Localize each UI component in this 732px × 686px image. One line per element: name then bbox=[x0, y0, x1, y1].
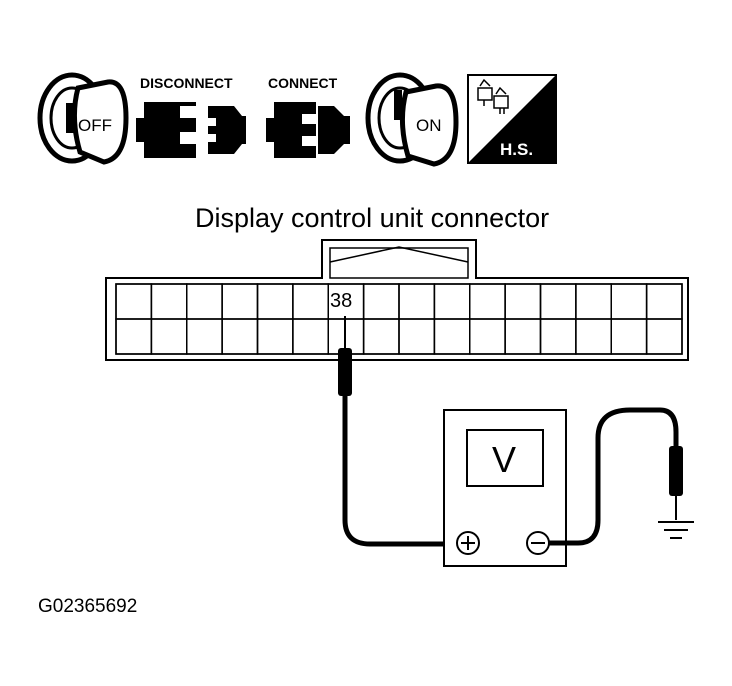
disconnect-icon: DISCONNECT bbox=[136, 75, 246, 158]
hs-label: H.S. bbox=[500, 140, 533, 159]
positive-terminal bbox=[456, 531, 480, 555]
negative-terminal bbox=[526, 531, 550, 555]
terminal-grid bbox=[115, 283, 683, 355]
ground-icon bbox=[658, 521, 694, 539]
connect-label: CONNECT bbox=[268, 75, 338, 91]
harness-side-icon: H.S. bbox=[467, 74, 557, 164]
figure-code: G02365692 bbox=[38, 596, 137, 617]
connector-body bbox=[105, 239, 689, 361]
terminal-cell bbox=[645, 318, 683, 355]
ignition-off-icon: OFF bbox=[37, 72, 129, 165]
negative-probe bbox=[549, 407, 683, 546]
off-key-label: OFF bbox=[78, 116, 112, 135]
ignition-on-icon: ON bbox=[365, 72, 459, 167]
on-key-label: ON bbox=[416, 116, 442, 135]
connector-title: Display control unit connector bbox=[195, 203, 549, 233]
positive-probe bbox=[338, 316, 456, 547]
voltmeter: V bbox=[443, 409, 567, 567]
meter-label: V bbox=[492, 439, 516, 480]
pin-38-label: 38 bbox=[330, 290, 352, 312]
disconnect-label: DISCONNECT bbox=[140, 75, 233, 91]
connect-icon: CONNECT bbox=[266, 75, 350, 158]
